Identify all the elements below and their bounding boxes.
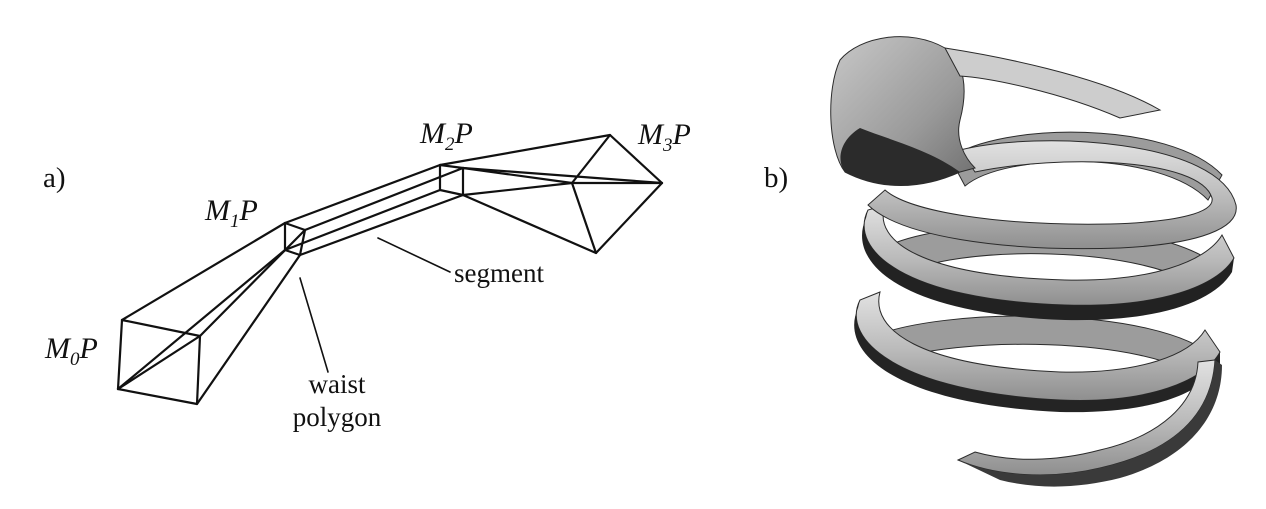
edge-w1-w2-a: [283, 163, 442, 225]
waist-label-line1: waist: [309, 369, 366, 399]
node-label-m1p: M1P: [204, 194, 258, 232]
edge-w1-w2-c: [298, 193, 465, 257]
tail-shadow: [958, 360, 1222, 487]
panel-b-label: b): [764, 162, 788, 194]
segment-label: segment: [454, 258, 544, 288]
waist-label-line2: polygon: [293, 402, 382, 432]
m3p-polygon: [570, 133, 664, 255]
edge-w1-w2-d: [283, 188, 442, 252]
panel-a: a): [43, 117, 691, 432]
node-label-m3p: M3P: [637, 118, 691, 156]
tube-head-top: [944, 47, 1162, 119]
tube-head-face: [840, 128, 960, 186]
segment-pointer: [377, 237, 451, 273]
wireframe-sweep: [116, 133, 664, 406]
edge-w1-w2-b: [303, 166, 465, 232]
edge-m0-diagonal: [116, 334, 202, 391]
edge-m0-w1-a: [120, 221, 287, 322]
edge-w2-m3-a: [438, 133, 612, 167]
edge-m0-w1-c: [195, 253, 302, 406]
coil-3-shadow: [854, 300, 1220, 413]
edge-w2-m3-c: [461, 193, 598, 255]
edge-m0-w1-b: [198, 228, 307, 338]
edge-m0-w1-d: [116, 248, 287, 391]
edge-w2-m3-d: [461, 166, 574, 185]
node-label-m2p: M2P: [419, 117, 473, 155]
helix-tube: [830, 36, 1237, 487]
edge-w2-m3-e: [461, 181, 574, 197]
panel-a-label: a): [43, 162, 66, 194]
coil-2-front: [863, 204, 1235, 306]
coil-1-front: [867, 140, 1237, 250]
node-label-m0p: M0P: [44, 332, 98, 370]
edge-w2-m3-b: [461, 166, 664, 185]
waist-pointer: [299, 277, 329, 373]
coil-2-shadow: [862, 210, 1234, 321]
panel-b: b): [764, 36, 1237, 487]
